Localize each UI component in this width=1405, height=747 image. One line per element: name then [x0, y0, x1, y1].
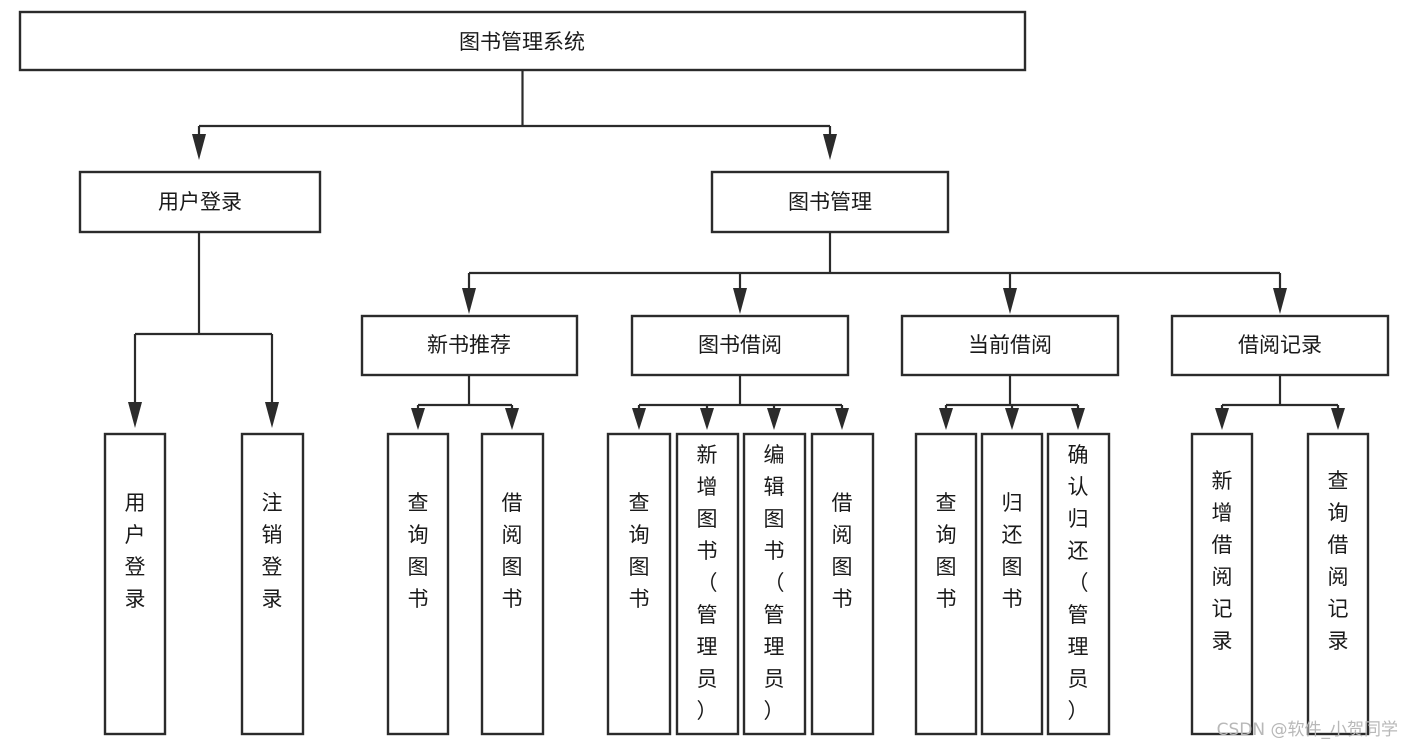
node-new-book-recommend[interactable]: 新书推荐 [360, 314, 579, 377]
arrow-head-leaf-return-book [1005, 408, 1019, 430]
node-leaf-borrow-book-2-label: 借阅图书 [832, 491, 853, 611]
node-leaf-query-book-2-label: 查询图书 [629, 491, 650, 611]
arrow-head-borrow-record [1273, 288, 1287, 314]
node-leaf-edit-book[interactable]: 编辑图书（管理员） [742, 432, 807, 736]
node-leaf-query-book-3-box[interactable] [914, 432, 978, 736]
node-leaf-query-record-label: 查询借阅记录 [1328, 469, 1349, 653]
node-leaf-borrow-book-2[interactable]: 借阅图书 [810, 432, 875, 736]
node-leaf-query-book-1-box[interactable] [386, 432, 450, 736]
arrow-head-leaf-user-login [128, 402, 142, 428]
node-leaf-query-book-1-label: 查询图书 [408, 491, 429, 611]
connector-group-user-login [128, 232, 279, 428]
node-leaf-query-record-box[interactable] [1306, 432, 1370, 736]
arrow-head-leaf-add-book [700, 408, 714, 430]
node-leaf-logout-login-label: 注销登录 [262, 491, 283, 611]
node-leaf-logout-login[interactable]: 注销登录 [240, 432, 305, 736]
node-leaf-query-record[interactable]: 查询借阅记录 [1306, 432, 1370, 736]
node-borrow-record-label: 借阅记录 [1238, 333, 1322, 357]
node-book-borrow-box[interactable] [630, 314, 850, 377]
arrow-head-user-login [192, 134, 206, 160]
node-leaf-return-book-box[interactable] [980, 432, 1044, 736]
watermark-label: CSDN @软件_小贺同学 [1217, 720, 1398, 740]
arrow-head-leaf-logout-login [265, 402, 279, 428]
connector-group-book-borrow [632, 375, 849, 430]
node-leaf-edit-book-label: 编辑图书（管理员） [764, 443, 785, 723]
node-current-borrow-label: 当前借阅 [968, 333, 1052, 357]
connector-group-new-book-recommend [411, 375, 519, 430]
arrow-head-leaf-query-book-2 [632, 408, 646, 430]
arrow-head-book-manage [823, 134, 837, 160]
node-new-book-recommend-box[interactable] [360, 314, 579, 377]
node-leaf-add-book[interactable]: 新增图书（管理员） [675, 432, 740, 736]
arrow-head-book-borrow [733, 288, 747, 314]
node-root-box[interactable] [18, 10, 1027, 72]
arrow-head-leaf-borrow-book-1 [505, 408, 519, 430]
node-user-login-label: 用户登录 [158, 190, 242, 214]
arrow-head-current-borrow [1003, 288, 1017, 314]
node-leaf-confirm-return[interactable]: 确认归还（管理员） [1046, 432, 1111, 736]
arrow-head-leaf-edit-book [767, 408, 781, 430]
node-leaf-add-record[interactable]: 新增借阅记录 [1190, 432, 1254, 736]
node-current-borrow[interactable]: 当前借阅 [900, 314, 1120, 377]
node-leaf-return-book[interactable]: 归还图书 [980, 432, 1044, 736]
connector-group-current-borrow [939, 375, 1085, 430]
node-new-book-recommend-label: 新书推荐 [427, 333, 511, 357]
arrow-head-leaf-query-book-1 [411, 408, 425, 430]
node-leaf-confirm-return-box[interactable] [1046, 432, 1111, 736]
arrow-head-leaf-confirm-return [1071, 408, 1085, 430]
node-leaf-user-login-label: 用户登录 [125, 491, 146, 611]
node-leaf-logout-login-box[interactable] [240, 432, 305, 736]
node-borrow-record-box[interactable] [1170, 314, 1390, 377]
node-book-borrow-label: 图书借阅 [698, 333, 782, 357]
node-user-login[interactable]: 用户登录 [78, 170, 322, 234]
node-leaf-add-book-box[interactable] [675, 432, 740, 736]
node-leaf-borrow-book-1[interactable]: 借阅图书 [480, 432, 545, 736]
node-leaf-add-record-box[interactable] [1190, 432, 1254, 736]
arrow-head-leaf-query-record [1331, 408, 1345, 430]
node-book-borrow[interactable]: 图书借阅 [630, 314, 850, 377]
arrow-head-leaf-borrow-book-2 [835, 408, 849, 430]
node-leaf-borrow-book-2-box[interactable] [810, 432, 875, 736]
node-borrow-record[interactable]: 借阅记录 [1170, 314, 1390, 377]
node-current-borrow-box[interactable] [900, 314, 1120, 377]
node-leaf-borrow-book-1-box[interactable] [480, 432, 545, 736]
node-book-manage-label: 图书管理 [788, 190, 872, 214]
node-leaf-query-book-3-label: 查询图书 [936, 491, 957, 611]
arrow-head-new-book-recommend [462, 288, 476, 314]
node-leaf-return-book-label: 归还图书 [1002, 491, 1023, 611]
node-leaf-add-book-label: 新增图书（管理员） [697, 443, 718, 723]
node-leaf-query-book-2[interactable]: 查询图书 [606, 432, 672, 736]
connector-group-book-manage [462, 232, 1287, 314]
node-leaf-query-book-2-box[interactable] [606, 432, 672, 736]
node-leaf-query-book-1[interactable]: 查询图书 [386, 432, 450, 736]
node-leaf-query-book-3[interactable]: 查询图书 [914, 432, 978, 736]
arrow-head-leaf-query-book-3 [939, 408, 953, 430]
node-leaf-borrow-book-1-label: 借阅图书 [502, 491, 523, 611]
node-root[interactable]: 图书管理系统 [18, 10, 1027, 72]
node-book-manage[interactable]: 图书管理 [710, 170, 950, 234]
node-leaf-confirm-return-label: 确认归还（管理员） [1068, 443, 1089, 723]
node-user-login-box[interactable] [78, 170, 322, 234]
arrow-head-leaf-add-record [1215, 408, 1229, 430]
connector-group-root [192, 70, 837, 160]
node-leaf-add-record-label: 新增借阅记录 [1212, 469, 1233, 653]
node-leaf-edit-book-box[interactable] [742, 432, 807, 736]
node-leaf-user-login-box[interactable] [103, 432, 167, 736]
node-leaf-user-login[interactable]: 用户登录 [103, 432, 167, 736]
node-root-label: 图书管理系统 [459, 30, 585, 54]
connector-group-borrow-record [1215, 375, 1345, 430]
node-book-manage-box[interactable] [710, 170, 950, 234]
